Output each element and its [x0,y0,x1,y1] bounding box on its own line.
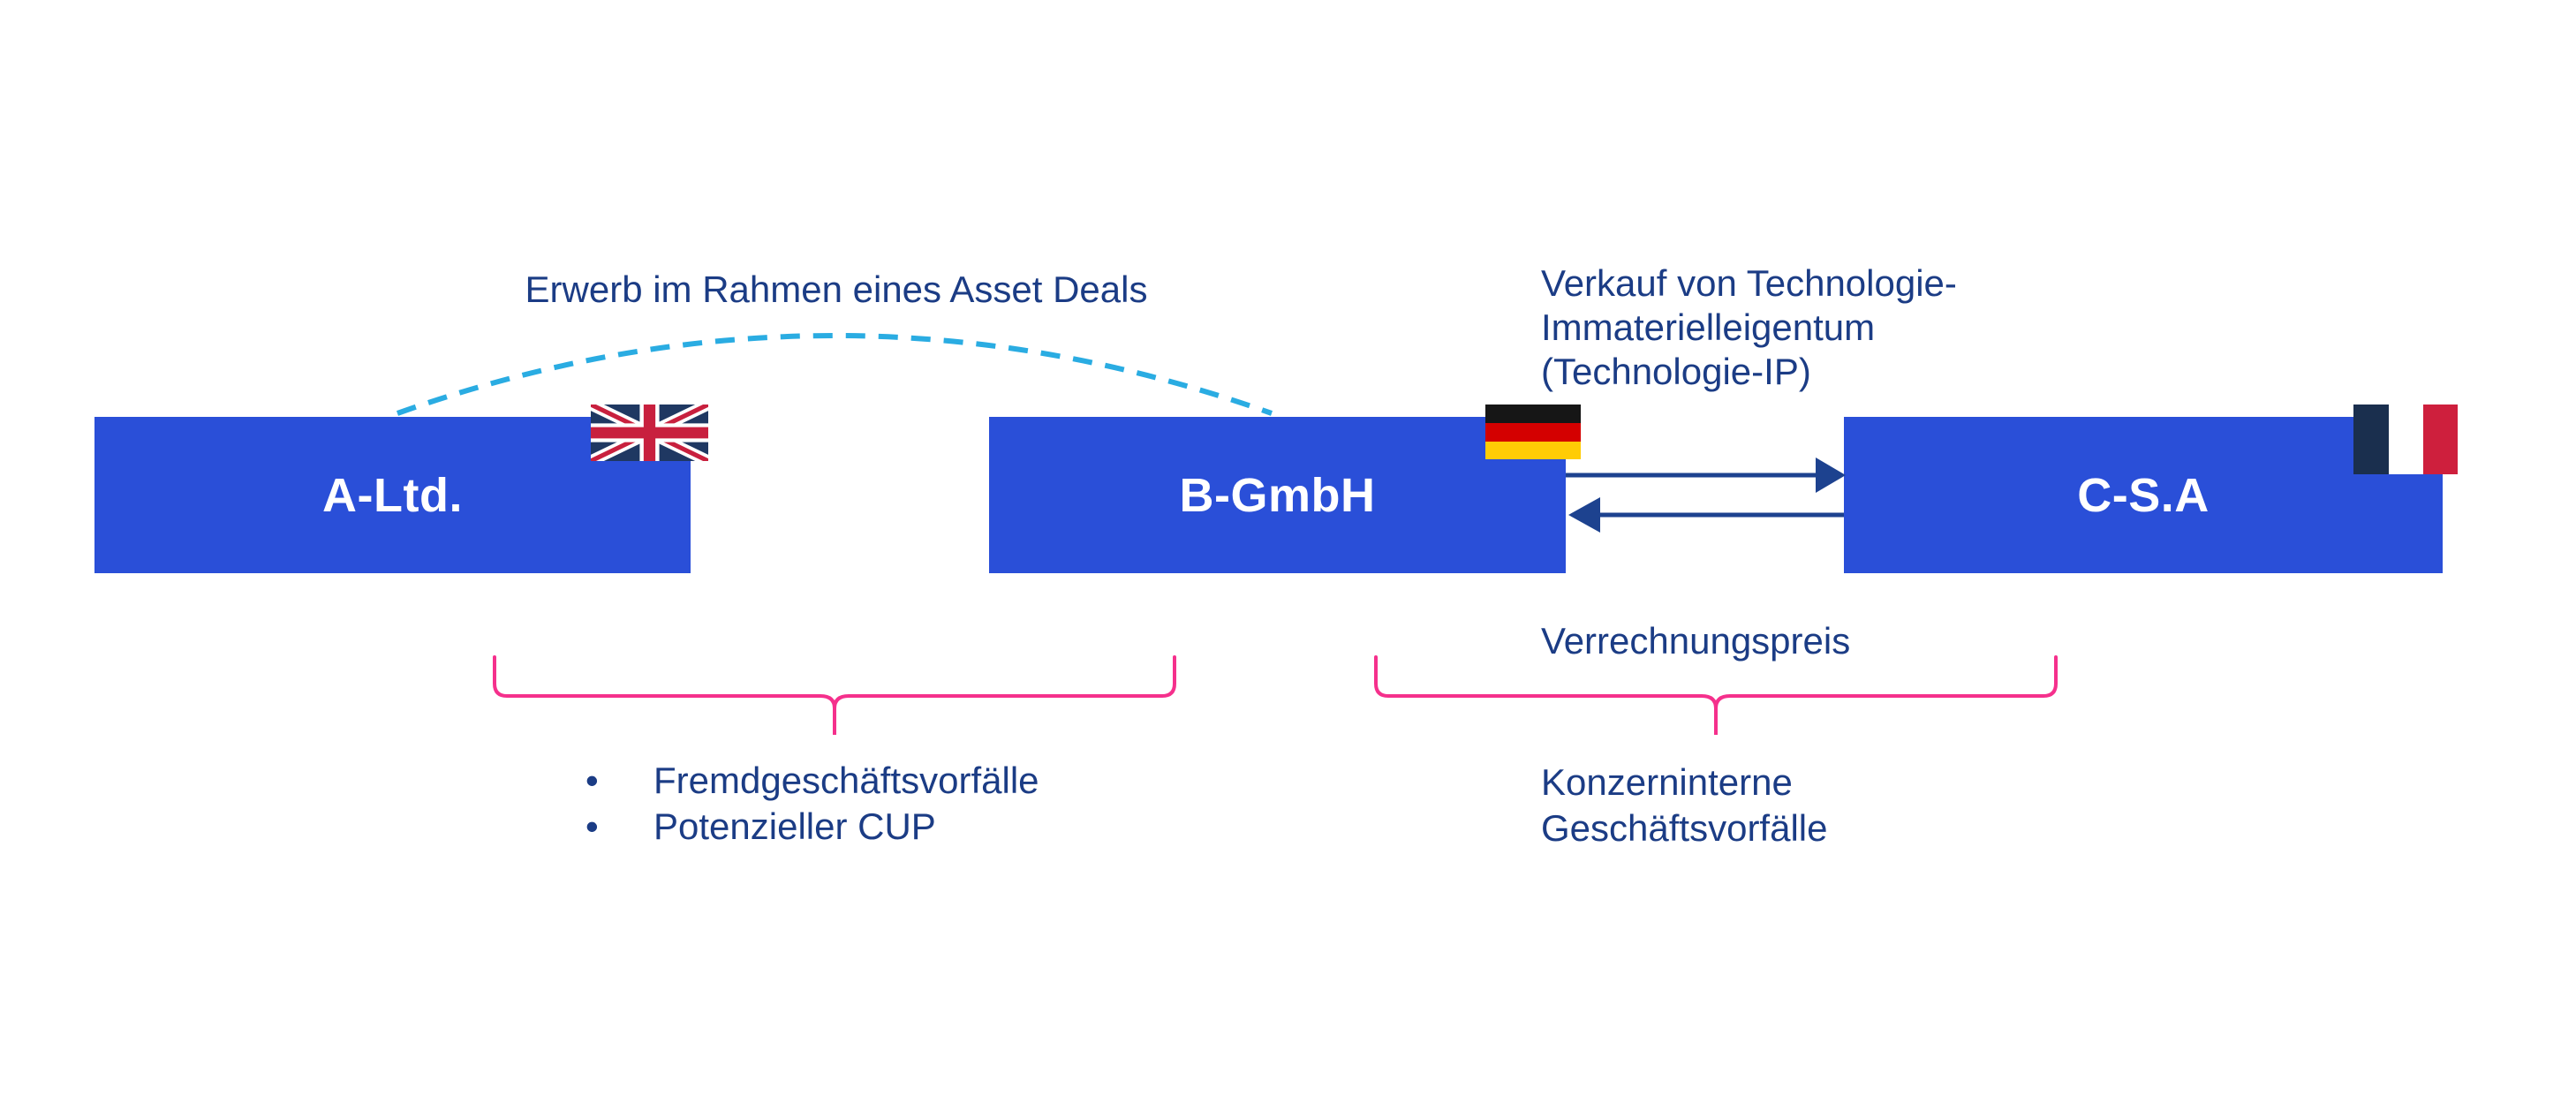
intercompany-line1: Konzerninterne [1541,761,1793,803]
germany-flag-icon [1485,405,1581,459]
third-party-bullet-list: • Fremdgeschäftsvorfälle • Potenzieller … [578,758,1039,850]
right-brace [1374,655,2058,735]
bullet-icon: • [585,805,599,847]
entity-box-b-gmbh: B-GmbH [989,417,1566,573]
entity-box-c-sa: C-S.A [1844,417,2443,573]
france-flag-icon [2353,405,2458,474]
list-item: • Fremdgeschäftsvorfälle [578,758,1039,804]
technology-sale-label: Verkauf von Technologie- Immaterielleige… [1541,261,1957,394]
technology-sale-line2: Immaterielleigentum [1541,306,1876,348]
technology-sale-line1: Verkauf von Technologie- [1541,262,1957,304]
asset-deal-label: Erwerb im Rahmen eines Asset Deals [525,268,1148,310]
arrow-c-to-b [1568,497,1844,533]
transfer-price-label: Verrechnungspreis [1541,620,1851,662]
asset-deal-dashed-arc [396,333,1273,416]
bullet-icon: • [585,760,599,801]
list-item: • Potenzieller CUP [578,804,1039,850]
left-brace [493,655,1176,735]
entity-label-c-sa: C-S.A [2077,468,2210,522]
uk-flag-icon [591,405,708,461]
arrow-b-to-c [1566,457,1846,493]
technology-sale-line3: (Technologie-IP) [1541,351,1811,392]
intercompany-line2: Geschäftsvorfälle [1541,807,1828,849]
intercompany-label: Konzerninterne Geschäftsvorfälle [1541,760,1827,851]
bullet-text-fremdgeschaeftsvorfaelle: Fremdgeschäftsvorfälle [653,760,1039,801]
bullet-text-potenzieller-cup: Potenzieller CUP [653,805,936,847]
entity-label-a-ltd: A-Ltd. [322,468,463,522]
entity-label-b-gmbh: B-GmbH [1179,468,1376,522]
